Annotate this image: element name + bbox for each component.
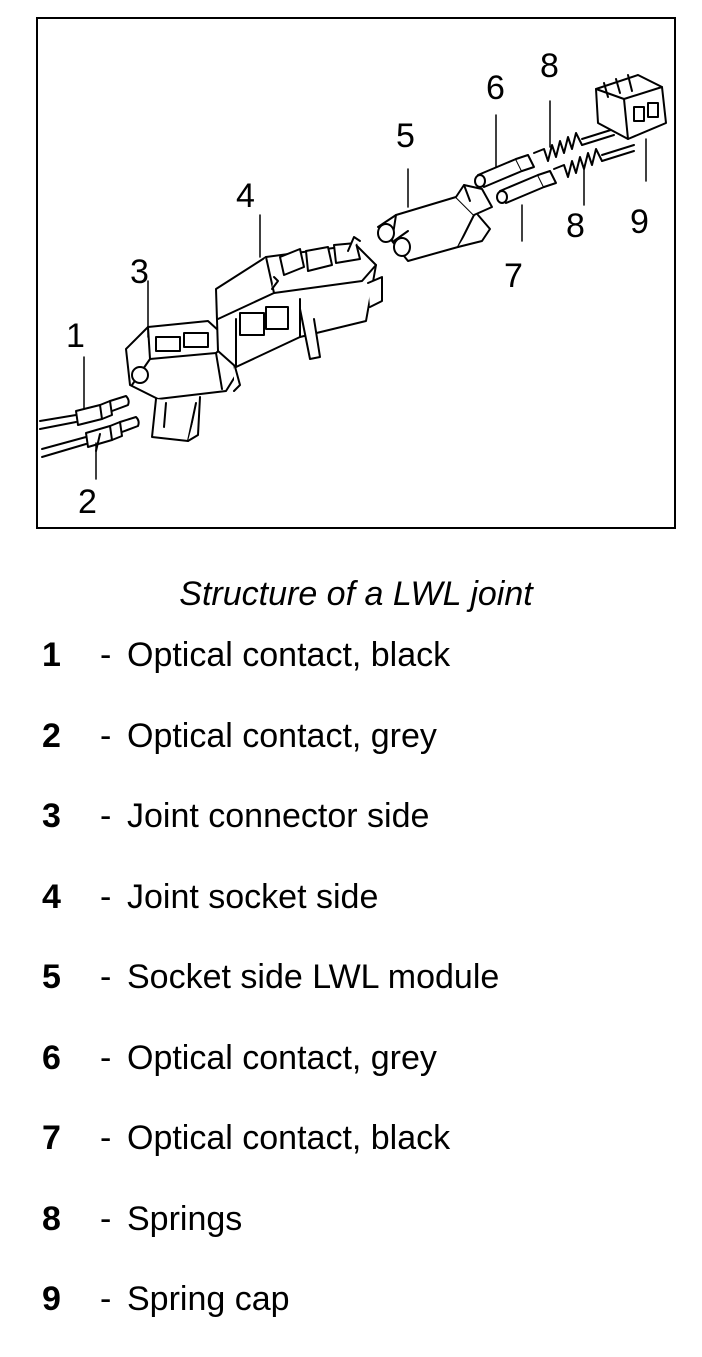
legend-number: 7 — [42, 1119, 61, 1157]
legend-text: Joint connector side — [127, 797, 430, 835]
callout-8-top: 8 — [540, 47, 559, 85]
legend-separator: - — [100, 1199, 112, 1238]
legend-text: Optical contact, grey — [127, 1038, 437, 1077]
part-spring-cap — [595, 74, 667, 140]
figure-caption: Structure of a LWL joint — [179, 575, 533, 613]
parts-legend: 1-Optical contact, black 2-Optical conta… — [42, 632, 682, 1357]
callout-6: 6 — [486, 69, 505, 107]
legend-item: 7 -Optical contact, black — [42, 1115, 682, 1196]
legend-item: 2-Optical contact, grey — [42, 713, 682, 794]
callout-8-bottom: 8 — [566, 207, 585, 245]
legend-item: 3 -Joint connector side — [42, 793, 682, 874]
legend-number: 9 — [42, 1280, 61, 1318]
legend-separator: - — [100, 636, 112, 674]
part-optical-contacts-socket-side — [474, 154, 557, 204]
callout-5: 5 — [396, 117, 415, 155]
legend-text: Optical contact, black — [127, 1119, 451, 1157]
legend-number: 6 — [42, 1038, 61, 1077]
legend-text: Socket side LWL module — [127, 958, 500, 996]
legend-separator: - — [100, 1119, 112, 1157]
callout-3: 3 — [130, 253, 149, 291]
legend-text: Joint socket side — [127, 877, 379, 916]
legend-item: 8-Springs — [42, 1196, 682, 1277]
diagram-frame: 1 2 3 4 5 6 7 8 8 9 — [36, 17, 676, 529]
legend-text: Optical contact, grey — [127, 716, 437, 755]
legend-text: Springs — [127, 1199, 243, 1238]
part-springs — [533, 128, 635, 178]
callout-7: 7 — [504, 257, 523, 295]
legend-separator: - — [100, 1280, 112, 1318]
legend-separator: - — [100, 877, 112, 916]
leader-lines — [83, 100, 647, 480]
legend-number: 4 — [42, 877, 61, 916]
legend-item: 9 -Spring cap — [42, 1276, 682, 1357]
legend-item: 6-Optical contact, grey — [42, 1035, 682, 1116]
legend-number: 3 — [42, 797, 61, 835]
part-optical-contacts-connector-side — [39, 395, 140, 458]
legend-item: 1 -Optical contact, black — [42, 632, 682, 713]
callout-9: 9 — [630, 203, 649, 241]
legend-number: 8 — [42, 1199, 61, 1238]
legend-separator: - — [100, 797, 112, 835]
callout-1: 1 — [66, 317, 85, 355]
part-socket-side-lwl-module — [377, 184, 493, 262]
callout-labels: 1 2 3 4 5 6 7 8 8 9 — [66, 47, 649, 521]
exploded-diagram: 1 2 3 4 5 6 7 8 8 9 — [39, 47, 667, 521]
part-joint-connector-side — [125, 320, 241, 442]
part-joint-socket-side — [215, 236, 383, 368]
legend-text: Optical contact, black — [127, 636, 451, 674]
legend-separator: - — [100, 716, 112, 755]
callout-4: 4 — [236, 177, 255, 215]
legend-item: 5 -Socket side LWL module — [42, 954, 682, 1035]
legend-separator: - — [100, 958, 112, 996]
legend-separator: - — [100, 1038, 112, 1077]
legend-number: 2 — [42, 716, 61, 755]
legend-number: 5 — [42, 958, 61, 996]
legend-text: Spring cap — [127, 1280, 290, 1318]
legend-number: 1 — [42, 636, 61, 674]
callout-2: 2 — [78, 483, 97, 521]
legend-item: 4-Joint socket side — [42, 874, 682, 955]
